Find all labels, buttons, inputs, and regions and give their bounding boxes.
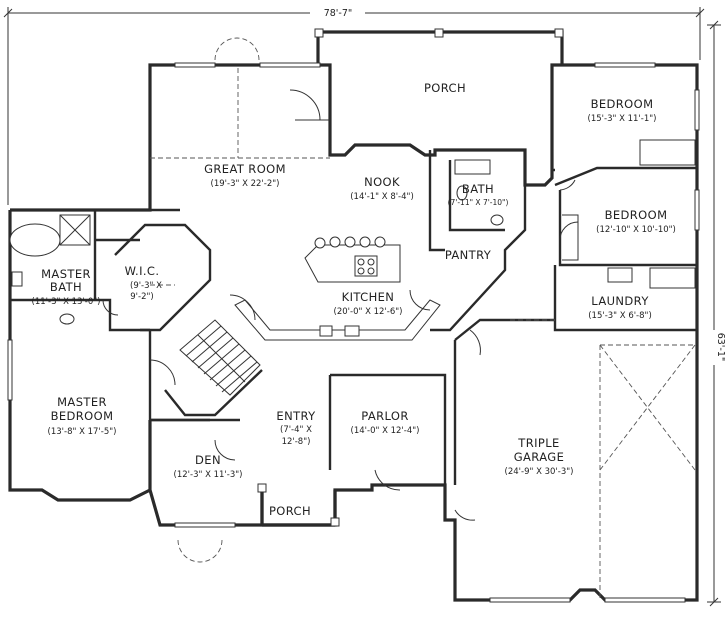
room-parlor-dim: (14'-0" X 12'-4") <box>351 426 420 436</box>
room-master-bedroom-1: MASTER <box>57 395 107 409</box>
room-master-bedroom-dim: (13'-8" X 17'-5") <box>48 427 117 437</box>
interior-walls <box>10 150 697 485</box>
room-master-bath-dim: (11'-3" X 13'-0") <box>32 297 101 307</box>
room-bedroom-1-dim: (15'-3" X 11'-1") <box>588 114 657 124</box>
room-garage-2: GARAGE <box>514 450 565 464</box>
kitchen-sink <box>344 325 360 337</box>
room-porch-front: PORCH <box>269 504 311 518</box>
porch-post <box>330 517 340 527</box>
burner-icon <box>357 258 365 266</box>
room-great-room-dim: (19'-3" X 22'-2") <box>211 179 280 189</box>
room-bath-dim: (7'-11" X 7'-10") <box>448 198 509 207</box>
toilet <box>11 271 23 287</box>
bath-sink <box>59 313 75 325</box>
room-bedroom-2-dim: (12'-10" X 10'-10") <box>596 225 676 235</box>
dashed-guides <box>150 68 696 598</box>
room-bath: BATH <box>462 182 494 196</box>
door-swings <box>102 37 579 563</box>
room-master-bath-2: BATH <box>50 280 82 294</box>
porch-post <box>314 28 324 38</box>
bathtub <box>9 223 61 257</box>
room-porch-rear: PORCH <box>424 81 466 95</box>
room-master-bath-1: MASTER <box>41 267 91 281</box>
room-garage-dim: (24'-9" X 30'-3") <box>505 467 574 477</box>
room-kitchen: KITCHEN <box>342 290 395 304</box>
burner-icon <box>367 267 375 275</box>
room-den-dim: (12'-3" X 11'-3") <box>174 470 243 480</box>
overall-width-dimension: 78'-7" <box>3 7 705 20</box>
kitchen-island <box>304 244 401 283</box>
room-entry-dim-1: (7'-4" X <box>280 425 312 435</box>
room-garage-1: TRIPLE <box>517 436 559 450</box>
overall-width-label: 78'-7" <box>324 8 353 19</box>
room-nook: NOOK <box>364 175 400 189</box>
room-bedroom-1: BEDROOM <box>591 97 654 111</box>
kitchen-counter <box>234 299 441 341</box>
burner-icon <box>367 258 375 266</box>
laundry-counter <box>649 267 696 289</box>
dishwasher <box>319 325 333 337</box>
porch-post <box>257 483 267 493</box>
toilet-2 <box>456 185 468 201</box>
room-laundry-dim: (15'-3" X 6'-8") <box>588 311 652 321</box>
bedroom-closet <box>639 139 696 166</box>
room-labels: PORCH BEDROOM (15'-3" X 11'-1") GREAT RO… <box>32 81 676 518</box>
overall-depth-label: 63'-1" <box>715 333 725 362</box>
room-entry: ENTRY <box>276 409 316 423</box>
room-master-bedroom-2: BEDROOM <box>51 409 114 423</box>
room-wic: W.I.C. <box>125 264 160 278</box>
room-pantry: PANTRY <box>445 248 492 262</box>
burner-icon <box>357 267 365 275</box>
room-entry-dim-2: 12'-8") <box>282 437 311 447</box>
room-parlor: PARLOR <box>361 409 409 423</box>
room-wic-dim-1: (9'-3" X <box>130 281 162 291</box>
room-kitchen-dim: (20'-0" X 12'-6") <box>334 307 403 317</box>
porch-post <box>434 28 444 38</box>
room-nook-dim: (14'-1" X 8'-4") <box>350 192 414 202</box>
room-bedroom-2: BEDROOM <box>605 208 668 222</box>
porch-post <box>554 28 564 38</box>
room-wic-dim-2: 9'-2") <box>130 292 153 302</box>
staircase <box>179 319 261 396</box>
bar-stools <box>314 236 386 249</box>
bath-tub-2 <box>454 159 491 175</box>
overall-depth-dimension: 63'-1" <box>707 20 725 607</box>
bedroom-closet-2 <box>562 214 579 261</box>
room-great-room: GREAT ROOM <box>204 162 286 176</box>
room-laundry: LAUNDRY <box>591 294 649 308</box>
laundry-sink <box>607 267 633 283</box>
windows <box>7 62 700 603</box>
room-den: DEN <box>195 453 221 467</box>
bath-sink-2 <box>490 214 504 226</box>
